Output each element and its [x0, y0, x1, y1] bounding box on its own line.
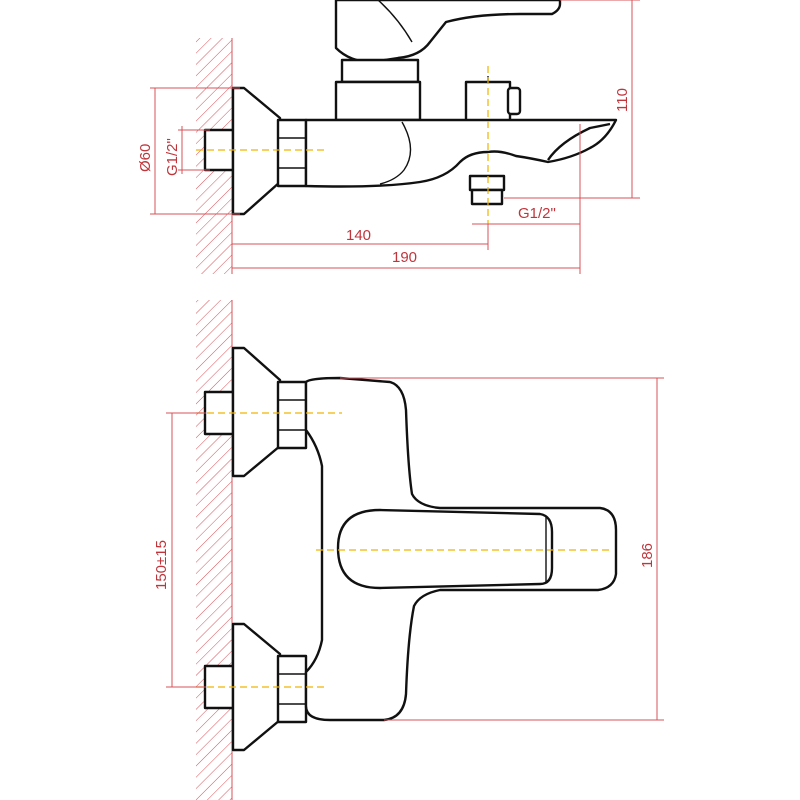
cartridge-body	[334, 80, 422, 122]
front-view: 150±15 186	[153, 300, 664, 800]
wall-hatch-front	[196, 300, 232, 800]
dim-height-top-label: 110	[614, 88, 631, 112]
dim-outlet-offset-label: 140	[346, 227, 371, 244]
cartridge-neck	[340, 58, 420, 84]
dim-total-length-label: 190	[392, 249, 417, 266]
lever-handle-top	[334, 0, 562, 64]
mixer-body-top	[304, 118, 618, 188]
outlet-nipple	[468, 174, 506, 192]
lever-handle-front	[336, 508, 554, 590]
dim-thread-outlet-label: G1/2"	[518, 205, 556, 222]
dim-center-distance-label: 150±15	[153, 540, 170, 590]
hex-nut-lower	[276, 654, 308, 724]
escutcheon-top	[231, 86, 282, 216]
hex-nut-upper	[276, 380, 308, 450]
escutcheon-upper	[231, 346, 282, 478]
top-view: Ø60 G1/2" 110 G1/2" 140 190	[137, 0, 640, 274]
dim-diameter-label: Ø60	[137, 144, 154, 172]
dim-height-front-label: 186	[639, 543, 656, 568]
hex-nut-top	[276, 118, 308, 188]
dim-thread-wall-label: G1/2"	[164, 138, 181, 176]
